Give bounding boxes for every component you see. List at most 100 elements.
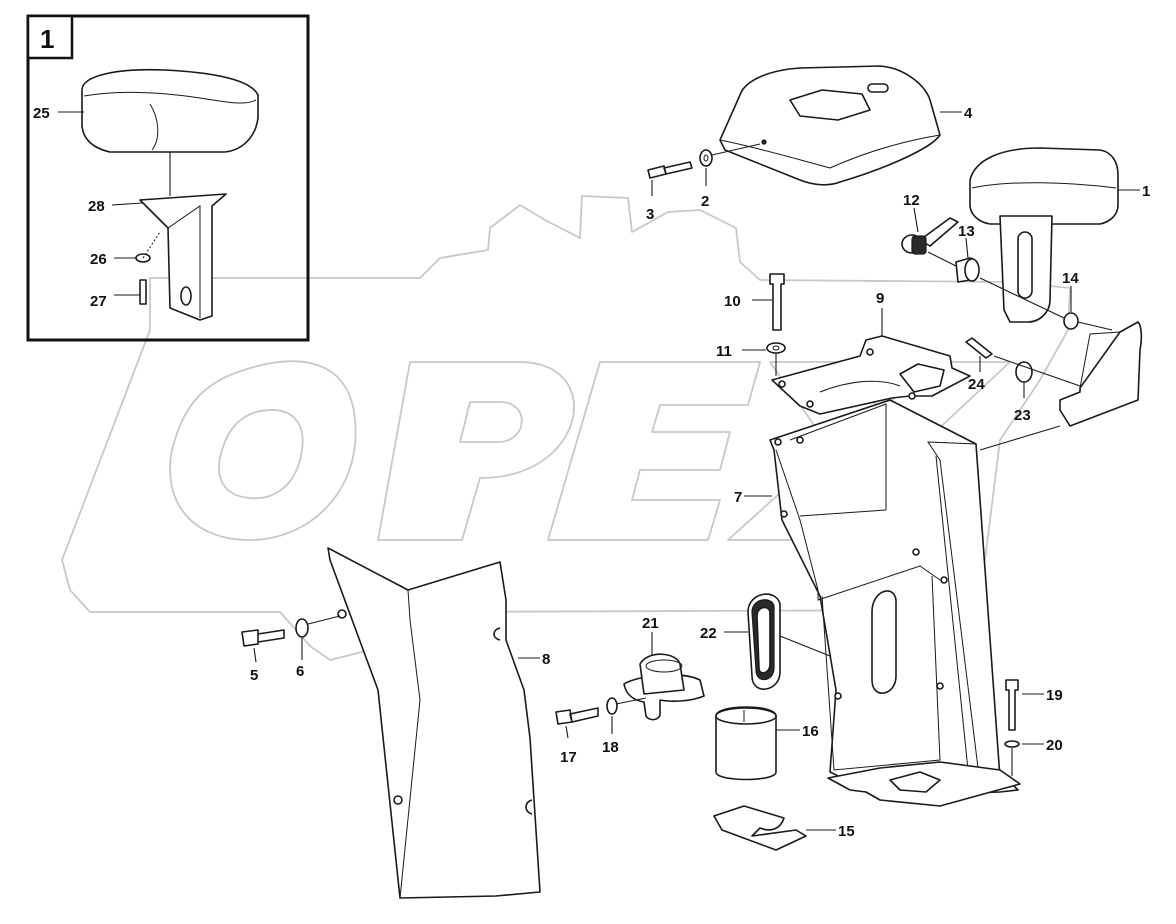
shield-notch-a: [493, 627, 501, 641]
armrest-assembly: 1 12 13 14 24 23: [901, 147, 1150, 427]
detail-number-box: [26, 14, 74, 60]
grommet-22-inner: [756, 606, 771, 674]
callout-13: 13: [958, 223, 975, 240]
callout-25: 25: [33, 105, 50, 122]
screw-17: [555, 707, 599, 725]
column-front-edge: [775, 449, 941, 601]
armrest-cushion-detail: [81, 68, 259, 153]
callout-18: 18: [602, 739, 619, 756]
washer-20: [1004, 740, 1020, 748]
guide-18: [615, 697, 647, 705]
mounting-plate-9: [771, 335, 971, 415]
callout-19: 19: [1046, 687, 1063, 704]
plate-9-arc: [819, 380, 901, 393]
callout-28: 28: [88, 198, 105, 215]
screw-3: [647, 161, 693, 179]
front-shield-assembly: 8 5 6: [241, 547, 550, 899]
callout-15: 15: [838, 823, 855, 840]
washer-2-inner: [703, 154, 709, 162]
column-hole-g: [834, 692, 842, 700]
washer-14: [1063, 312, 1079, 330]
plate-9-hole-c: [908, 392, 916, 400]
detail-dashed-guide: [142, 231, 161, 259]
guide-22: [779, 635, 831, 657]
washer-2: [699, 149, 713, 167]
boot-and-seal-parts: 21 17 18 22 16 15: [555, 593, 855, 851]
bolt-10: [769, 273, 785, 331]
callout-27: 27: [90, 293, 107, 310]
watermark-letter-o: [169, 360, 357, 541]
pin-24: [965, 337, 993, 359]
spacer-13-end: [964, 258, 980, 282]
leader-28: [111, 202, 143, 206]
adjust-knob-dark: [911, 235, 927, 255]
detail-frame: [26, 14, 310, 342]
column-inner-edge-b: [799, 509, 887, 517]
callout-23: 23: [1014, 407, 1031, 424]
column-oval-cutout: [871, 590, 897, 694]
armrest-slot: [1017, 231, 1033, 299]
watermark-letter-p: [377, 361, 575, 541]
armrest-seam: [971, 182, 1117, 189]
detail-number: 1: [40, 24, 54, 54]
callout-21: 21: [642, 615, 659, 632]
watermark-letter-e: [547, 361, 761, 541]
column-hole-a: [774, 438, 782, 446]
washer-18: [606, 697, 618, 715]
callout-26: 26: [90, 251, 107, 268]
callout-2: 2: [701, 193, 709, 210]
washer-6: [295, 618, 309, 638]
leader-13: [965, 237, 969, 259]
armrest-cushion: [969, 147, 1119, 225]
detail-view-1: 1 25 28 26 27: [26, 14, 310, 342]
callout-9: 9: [876, 290, 884, 307]
callout-3: 3: [646, 206, 654, 223]
leader-column-bracket: [979, 425, 1061, 451]
shield-hole-top: [337, 609, 347, 619]
callout-12: 12: [903, 192, 920, 209]
shield-hole-bottom: [393, 795, 403, 805]
top-cover-opening: [789, 89, 871, 121]
top-cover-slot: [867, 83, 889, 93]
callout-16: 16: [802, 723, 819, 740]
cushion-seam-lower: [149, 103, 159, 151]
washer-11-inner: [772, 345, 780, 351]
column-inner-edge-a: [789, 403, 887, 510]
leader-12: [913, 207, 919, 233]
column-hole-d: [912, 548, 920, 556]
callout-11: 11: [716, 343, 732, 360]
callout-24: 24: [968, 376, 985, 393]
column-hole-f: [936, 682, 944, 690]
column-hole-e: [940, 576, 948, 584]
leader-17: [565, 725, 569, 739]
top-cover-edge: [719, 134, 941, 169]
bolt-detail: [139, 279, 147, 305]
callout-1: 1: [1142, 183, 1150, 200]
top-cover-hole: [761, 139, 767, 145]
guide-12-13: [927, 251, 957, 267]
top-cover-assembly: 4 2 3: [646, 65, 973, 223]
bolt-19: [1005, 679, 1019, 731]
column-hole-c: [780, 510, 788, 518]
armrest-bracket-detail: [139, 193, 227, 321]
bracket-hole-detail: [180, 286, 192, 306]
top-cover: [719, 65, 941, 186]
column-hole-b: [796, 436, 804, 444]
callout-17: 17: [560, 749, 577, 766]
guide-14-bracket: [1077, 321, 1113, 331]
column-panel-edge: [821, 575, 941, 771]
boot-21-rim: [645, 659, 683, 673]
side-mount-bracket: [1059, 321, 1143, 427]
guide-13-14: [979, 277, 1065, 319]
guide-6: [307, 615, 341, 625]
bracket-fold: [167, 205, 201, 318]
callout-20: 20: [1046, 737, 1063, 754]
callout-8: 8: [542, 651, 550, 668]
screw-5: [241, 629, 285, 647]
shield-fold: [399, 589, 421, 899]
sleeve-16-top: [715, 707, 777, 725]
base-bolt-assembly: 19 20: [1004, 679, 1063, 776]
side-bracket-fold: [1079, 331, 1121, 389]
sleeve-16: [715, 706, 777, 781]
